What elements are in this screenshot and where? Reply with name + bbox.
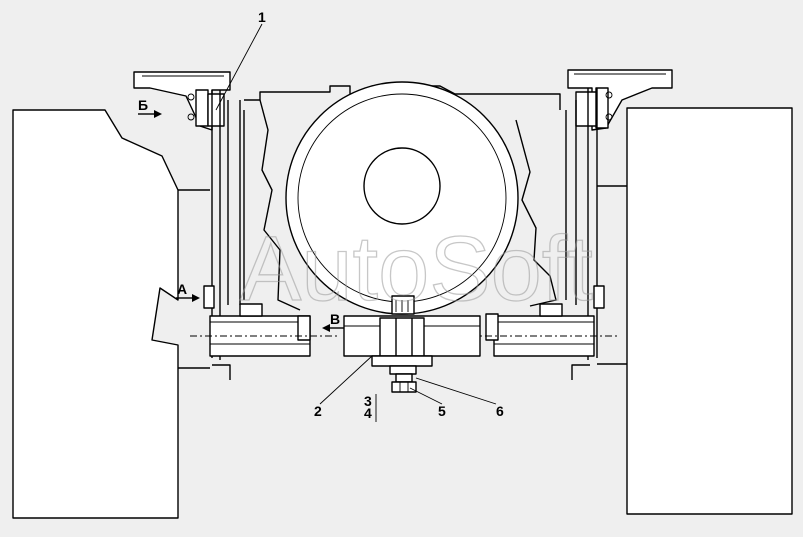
top-right-bracket: [567, 69, 673, 131]
view-label-a: А: [177, 281, 187, 297]
callout-4: 4: [364, 405, 372, 421]
callout-3: 3: [364, 393, 372, 409]
left-vertical-bracket: [203, 90, 245, 380]
frame-rails: [178, 185, 627, 369]
top-left-bracket: [133, 71, 231, 131]
view-label-b: Б: [138, 97, 148, 113]
callout-2: 2: [314, 403, 322, 419]
callout-5: 5: [438, 403, 446, 419]
central-clamp: [343, 315, 481, 375]
view-arrow-v: [322, 324, 344, 332]
right-vertical-bracket: [565, 88, 605, 380]
top-nut-housing: [391, 295, 415, 315]
left-wheel: [12, 109, 179, 519]
view-arrow-a: [176, 294, 200, 302]
bolt-assembly: [391, 373, 417, 393]
view-arrow-b: [138, 110, 162, 118]
leader-lines: [215, 23, 497, 422]
callout-1: 1: [258, 9, 266, 25]
left-support-bar: [190, 303, 340, 357]
right-wheel: [626, 107, 793, 515]
callout-6: 6: [496, 403, 504, 419]
right-support-bar: [470, 303, 620, 357]
view-label-v: В: [330, 311, 340, 327]
watermark: AutoSoft: [240, 218, 593, 320]
drum: [285, 81, 519, 315]
